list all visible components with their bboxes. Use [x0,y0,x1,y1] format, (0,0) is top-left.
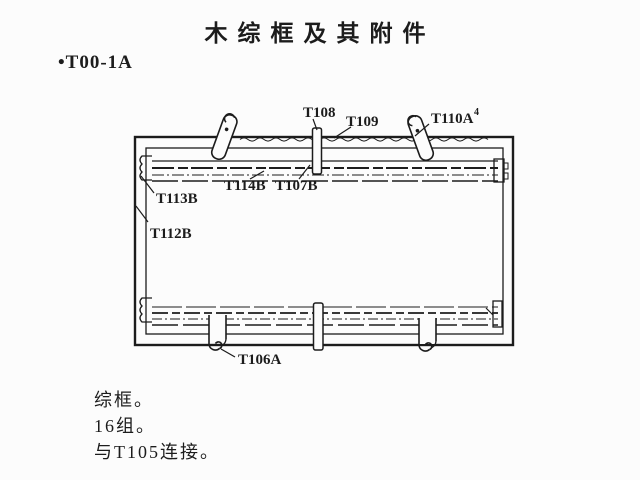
hook-curl [223,113,236,123]
page-title: 木综框及其附件 [204,21,436,46]
leader-lines [135,118,430,358]
hook-curl [407,114,417,127]
label-t108: T108 [303,105,336,121]
top-rail [139,155,509,183]
bottom-rail-right-bracket [485,300,503,328]
label-t110a-superscript: 4 [474,107,479,118]
note-line: 与T105连接。 [94,442,220,462]
hook-strap-bottom-right [418,318,437,352]
bottom-rail-left-bracket [139,297,152,323]
bottom-rail [139,297,503,328]
hook-curl [214,341,223,350]
hook-strap-top-right [407,114,435,162]
label-t112b: T112B [150,226,192,242]
note-line: 16组。 [94,416,156,436]
wood-grain-bumps [239,137,489,142]
top-rail-left-bracket [139,155,152,181]
top-middle-clip [311,127,323,175]
model-number: •T00-1A [58,52,133,73]
bottom-middle-clip [312,302,324,351]
label-t107b: T107B [275,178,318,194]
notes-block: 综框。 16组。 与T105连接。 [94,387,220,465]
part-labels: T108 T109 T110A 4 T114B T107B T113B T112… [150,105,479,368]
label-t110a: T110A [431,111,474,127]
label-t106a: T106A [238,352,282,368]
top-rail-right-bracket [493,158,509,183]
hook-curl [424,342,433,351]
label-t109: T109 [346,114,379,130]
label-t113b: T113B [156,191,198,207]
hook-strap-top-left [210,113,238,161]
label-t114b: T114B [224,178,266,194]
hook-strap-bottom-left [208,315,227,351]
frame-outline [133,135,515,347]
note-line: 综框。 [94,390,154,410]
